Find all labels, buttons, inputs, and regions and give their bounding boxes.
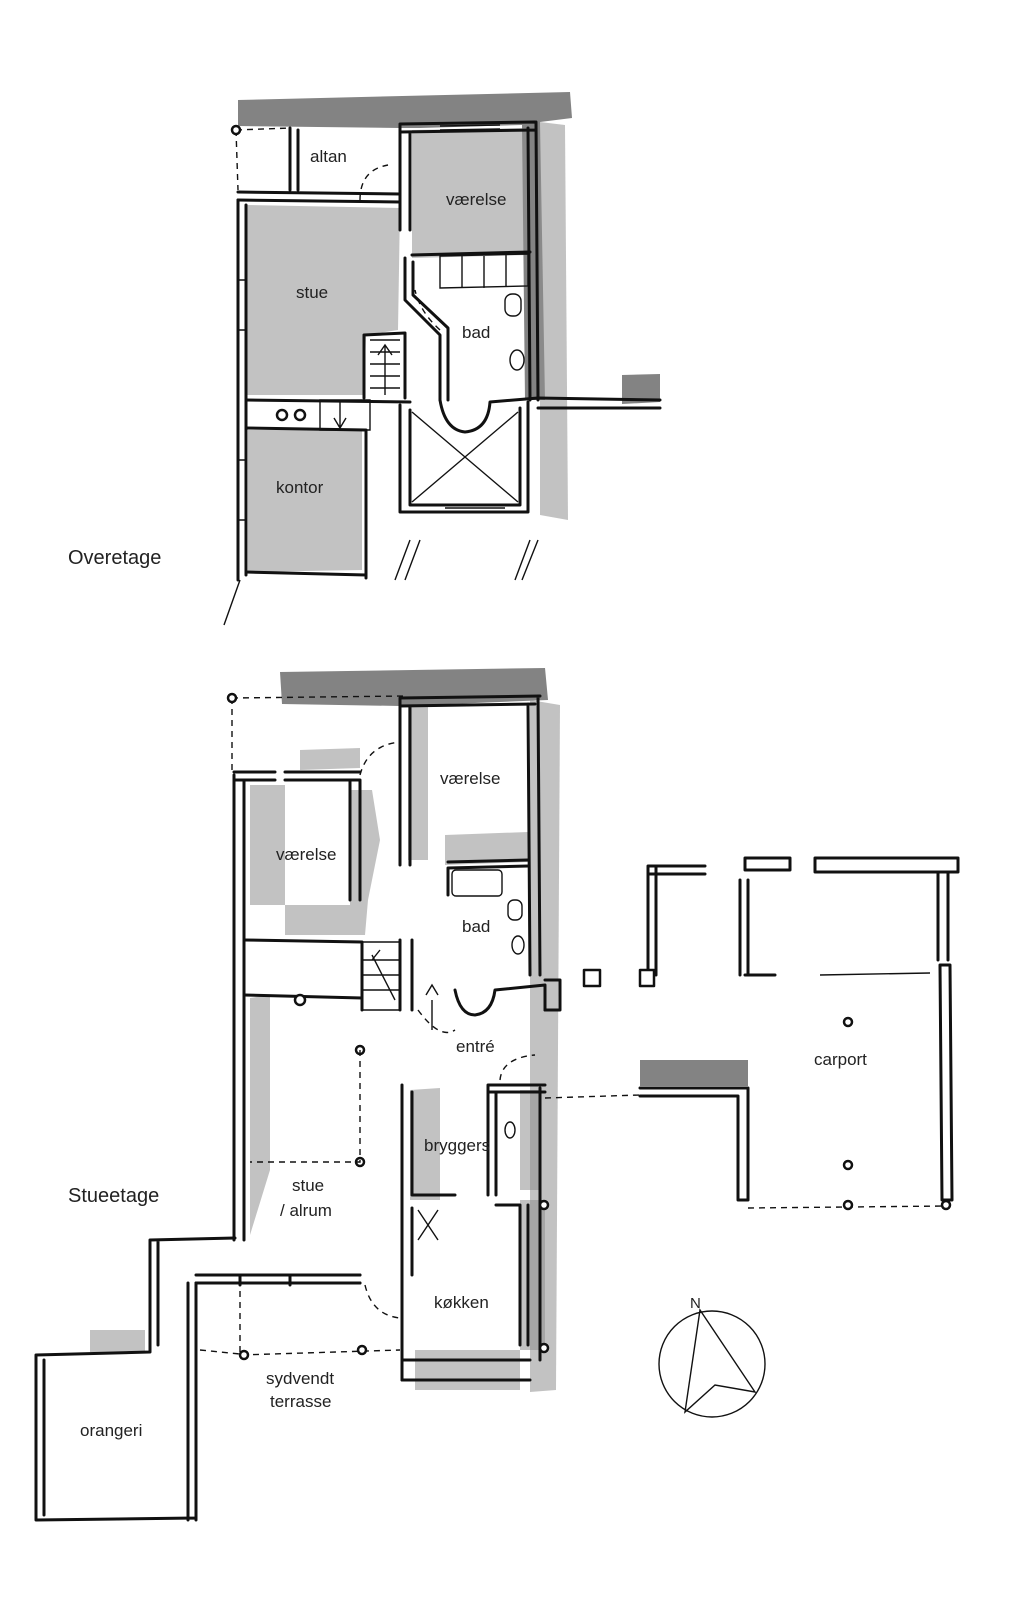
upper-wardrobe bbox=[439, 253, 529, 289]
ground-koekken-walls bbox=[400, 1203, 532, 1382]
terrace-post bbox=[356, 1344, 368, 1356]
ground-west-wall bbox=[232, 773, 246, 1242]
upper-kontor-wash bbox=[248, 430, 362, 572]
ground-roof-edge bbox=[231, 695, 406, 770]
upper-toilet bbox=[504, 293, 522, 317]
carport-pier bbox=[582, 968, 602, 988]
upper-void bbox=[411, 411, 519, 503]
upper-door-swing bbox=[414, 289, 441, 331]
ground-bryggers-walls bbox=[400, 1083, 547, 1382]
ground-stair bbox=[362, 941, 401, 1011]
ground-door-swing bbox=[359, 741, 401, 776]
upper-stair bbox=[370, 339, 400, 395]
orangeri-walls bbox=[34, 1236, 237, 1522]
upper-windows bbox=[238, 124, 505, 521]
altan-edge bbox=[235, 127, 291, 191]
upper-terrace-wash bbox=[622, 374, 660, 404]
room-label-orangeri: orangeri bbox=[80, 1421, 142, 1440]
room-label-koekken: køkken bbox=[434, 1293, 489, 1312]
upper-west-wall bbox=[236, 198, 248, 582]
room-label-stue-upper: stue bbox=[296, 283, 328, 302]
room-label-vaerelse-north: værelse bbox=[440, 769, 500, 788]
room-labels: altan værelse stue bad kontor Overetage … bbox=[68, 147, 867, 1440]
ground-toilet bbox=[507, 899, 523, 921]
upper-column bbox=[293, 408, 307, 422]
ground-vaerelse-north-walls bbox=[398, 694, 542, 977]
stue-inner-edge bbox=[250, 1050, 361, 1163]
upper-floor-plan bbox=[223, 92, 662, 626]
ground-basin bbox=[511, 935, 525, 955]
room-label-vaerelse-upper: værelse bbox=[446, 190, 506, 209]
ground-vaerelse-north-wash bbox=[408, 705, 528, 865]
room-label-altan: altan bbox=[310, 147, 347, 166]
upper-door-swing bbox=[359, 164, 389, 201]
upper-entry-lines bbox=[223, 539, 539, 626]
ground-sink bbox=[504, 1121, 516, 1139]
carport-pier bbox=[638, 968, 656, 988]
upper-bad-walls bbox=[403, 250, 532, 402]
upper-vaerelse-wash bbox=[412, 128, 530, 258]
ground-bryggers-wash bbox=[410, 1088, 540, 1200]
upper-hall-curve bbox=[438, 396, 540, 434]
terrace-post bbox=[238, 1349, 250, 1361]
room-label-bad-ground: bad bbox=[462, 917, 490, 936]
floor-label-upper: Overetage bbox=[68, 547, 161, 569]
upper-altan-post bbox=[230, 124, 242, 136]
carport-post bbox=[842, 1016, 854, 1028]
ground-column bbox=[293, 993, 307, 1007]
compass-needle bbox=[684, 1308, 757, 1414]
room-label-bad-upper: bad bbox=[462, 323, 490, 342]
upper-hall-walls bbox=[398, 400, 530, 514]
terrace-windows bbox=[196, 1273, 362, 1287]
upper-kontor-walls bbox=[244, 398, 412, 580]
room-label-vaerelse-west: værelse bbox=[276, 845, 336, 864]
ground-bathtub bbox=[451, 869, 503, 897]
room-label-kontor: kontor bbox=[276, 478, 324, 497]
room-label-carport: carport bbox=[814, 1050, 867, 1069]
compass-circle bbox=[658, 1310, 766, 1418]
ground-stair-arrow bbox=[417, 983, 439, 1241]
ground-north-walls bbox=[232, 770, 362, 902]
room-label-entre: entré bbox=[456, 1037, 495, 1056]
ground-koekken-wash bbox=[415, 1200, 545, 1390]
upper-terrace-rail bbox=[536, 396, 662, 410]
ground-entry-curve bbox=[453, 983, 547, 1017]
upper-stue-wash bbox=[246, 205, 400, 395]
ground-post bbox=[538, 1342, 550, 1354]
terrace-edge bbox=[199, 1280, 401, 1356]
upper-column bbox=[275, 408, 289, 422]
room-label-terrasse: terrasse bbox=[270, 1392, 331, 1411]
room-label-alrum: / alrum bbox=[280, 1201, 332, 1220]
ground-door-swing bbox=[364, 1284, 401, 1319]
ground-vaerelse-west-wash bbox=[250, 785, 380, 935]
ground-door-swing bbox=[499, 1054, 536, 1081]
ground-post bbox=[226, 692, 238, 704]
ground-post bbox=[538, 1199, 550, 1211]
ground-east-stub bbox=[543, 978, 562, 1012]
ground-carport-wash bbox=[640, 1060, 748, 1086]
upper-basin bbox=[509, 349, 525, 371]
room-label-sydvendt: sydvendt bbox=[266, 1369, 334, 1388]
upper-stair-arrow bbox=[319, 399, 371, 431]
ground-stue-wash bbox=[250, 748, 360, 1235]
north-arrow: N bbox=[658, 1295, 766, 1418]
ground-orangeri-wash bbox=[90, 1330, 145, 1352]
carport-walls bbox=[638, 856, 960, 1202]
upper-east-wash bbox=[540, 122, 568, 520]
ground-roof-wash bbox=[280, 668, 548, 706]
carport-post bbox=[940, 1199, 952, 1211]
room-label-bryggers: bryggers bbox=[424, 1136, 490, 1155]
room-label-stue-ground: stue bbox=[292, 1176, 324, 1195]
upper-north-wall bbox=[236, 126, 402, 204]
ground-door-swing bbox=[417, 1009, 456, 1034]
upper-vaerelse-walls bbox=[398, 120, 540, 402]
carport-post bbox=[842, 1159, 854, 1171]
upper-stair-walls bbox=[362, 331, 407, 400]
ground-floor-plan bbox=[34, 668, 960, 1522]
north-label: N bbox=[690, 1295, 701, 1312]
carport-post bbox=[842, 1199, 854, 1211]
carport-rail bbox=[819, 972, 931, 976]
floor-label-ground: Stueetage bbox=[68, 1185, 159, 1207]
